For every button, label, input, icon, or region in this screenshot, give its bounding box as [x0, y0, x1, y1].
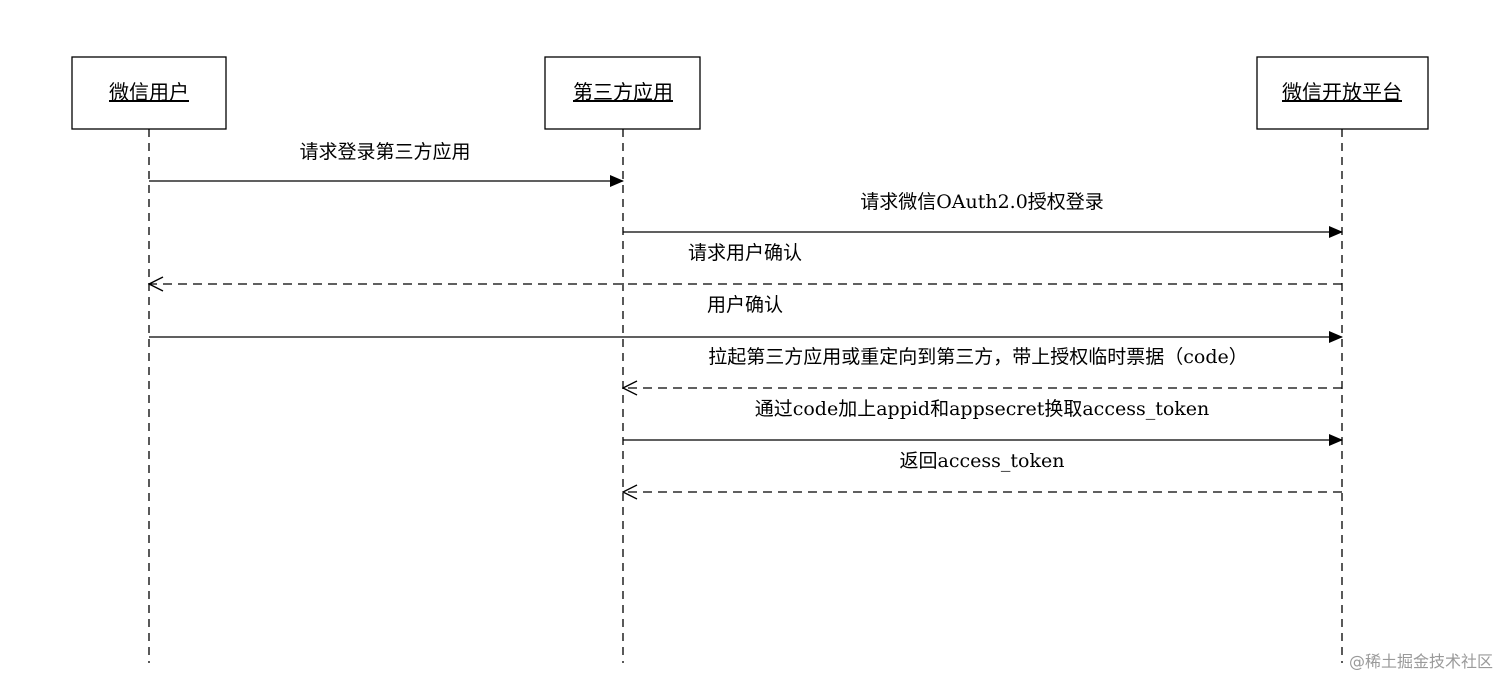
message-label: 返回access_token — [900, 450, 1065, 472]
actor-label: 微信用户 — [109, 80, 189, 104]
message-request-login: 请求登录第三方应用 — [149, 141, 624, 187]
actor-box — [71, 56, 227, 130]
actor-box — [544, 56, 701, 130]
message-user-confirm: 用户确认 — [149, 294, 1343, 343]
actor-platform: 微信开放平台 — [1256, 56, 1429, 663]
watermark: @稀土掘金技术社区 — [1349, 652, 1493, 671]
message-label: 用户确认 — [707, 294, 783, 316]
message-request-oauth: 请求微信OAuth2.0授权登录 — [623, 191, 1343, 238]
actor-label: 第三方应用 — [573, 80, 673, 104]
actor-app: 第三方应用 — [544, 56, 701, 663]
message-label: 拉起第三方应用或重定向到第三方，带上授权临时票据（code） — [708, 346, 1248, 368]
message-request-user-confirm: 请求用户确认 — [149, 242, 1342, 284]
message-label: 请求用户确认 — [688, 242, 802, 264]
message-label: 请求登录第三方应用 — [299, 141, 470, 163]
message-exchange-token: 通过code加上appid和appsecret换取access_token — [623, 398, 1343, 446]
message-redirect-with-code: 拉起第三方应用或重定向到第三方，带上授权临时票据（code） — [623, 346, 1342, 388]
actor-box — [1256, 56, 1429, 130]
actor-user: 微信用户 — [71, 56, 227, 663]
message-label: 请求微信OAuth2.0授权登录 — [860, 191, 1104, 213]
message-return-token: 返回access_token — [623, 450, 1342, 492]
message-label: 通过code加上appid和appsecret换取access_token — [755, 398, 1210, 420]
actor-label: 微信开放平台 — [1282, 80, 1402, 104]
